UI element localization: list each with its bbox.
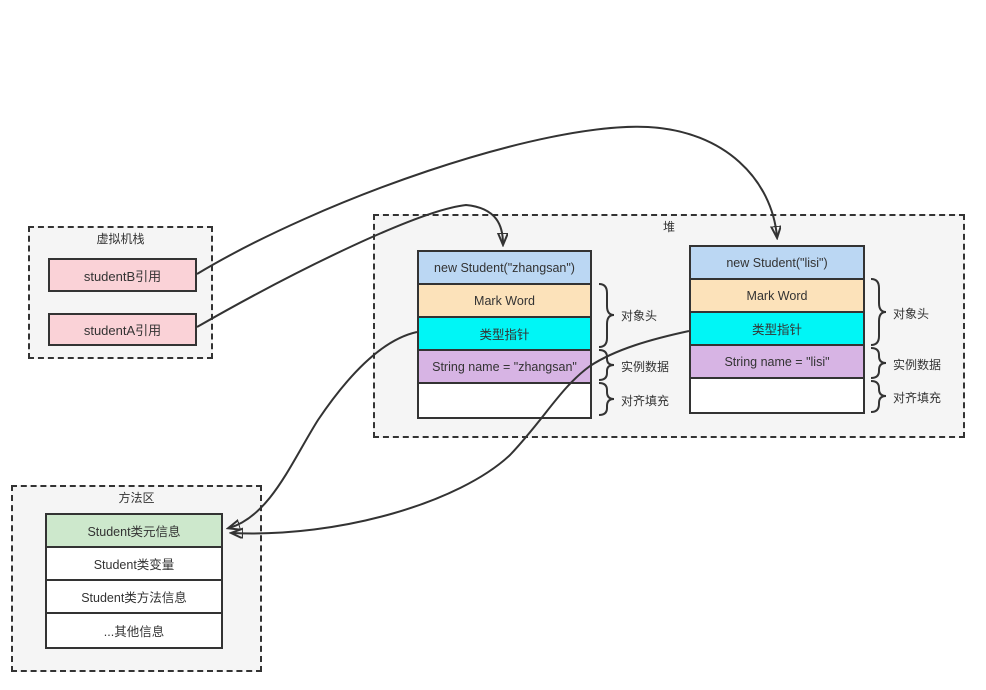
heap-title: 堆 bbox=[662, 220, 675, 234]
other-info-cell: ...其他信息 bbox=[47, 614, 221, 647]
method-area-title: 方法区 bbox=[118, 491, 155, 505]
method-area-table: Student类元信息 Student类变量 Student类方法信息 ...其… bbox=[45, 513, 223, 649]
lisi-markword-cell: Mark Word bbox=[691, 280, 863, 313]
studentB-reference-box: studentB引用 bbox=[48, 258, 197, 292]
lisi-object-table: new Student("lisi") Mark Word 类型指针 Strin… bbox=[689, 245, 865, 414]
student-class-vars-cell: Student类变量 bbox=[47, 548, 221, 581]
zhangsan-padding-label: 对齐填充 bbox=[621, 394, 670, 408]
lisi-instancedata-label: 实例数据 bbox=[893, 358, 942, 372]
vm-stack-title: 虚拟机栈 bbox=[96, 232, 145, 246]
zhangsan-padding-cell bbox=[419, 384, 590, 417]
zhangsan-markword-cell: Mark Word bbox=[419, 285, 590, 318]
lisi-instancedata-cell: String name = "lisi" bbox=[691, 346, 863, 379]
zhangsan-instancedata-label: 实例数据 bbox=[621, 360, 670, 374]
lisi-header-cell: new Student("lisi") bbox=[691, 247, 863, 280]
zhangsan-object-table: new Student("zhangsan") Mark Word 类型指针 S… bbox=[417, 250, 592, 419]
student-class-methods-cell: Student类方法信息 bbox=[47, 581, 221, 614]
zhangsan-typepointer-cell: 类型指针 bbox=[419, 318, 590, 351]
lisi-objectheader-label: 对象头 bbox=[893, 307, 930, 321]
student-class-meta-cell: Student类元信息 bbox=[47, 515, 221, 548]
zhangsan-objectheader-label: 对象头 bbox=[621, 309, 658, 323]
zhangsan-header-cell: new Student("zhangsan") bbox=[419, 252, 590, 285]
zhangsan-instancedata-cell: String name = "zhangsan" bbox=[419, 351, 590, 384]
lisi-typepointer-cell: 类型指针 bbox=[691, 313, 863, 346]
lisi-padding-cell bbox=[691, 379, 863, 412]
lisi-padding-label: 对齐填充 bbox=[893, 391, 942, 405]
studentA-reference-box: studentA引用 bbox=[48, 313, 197, 346]
